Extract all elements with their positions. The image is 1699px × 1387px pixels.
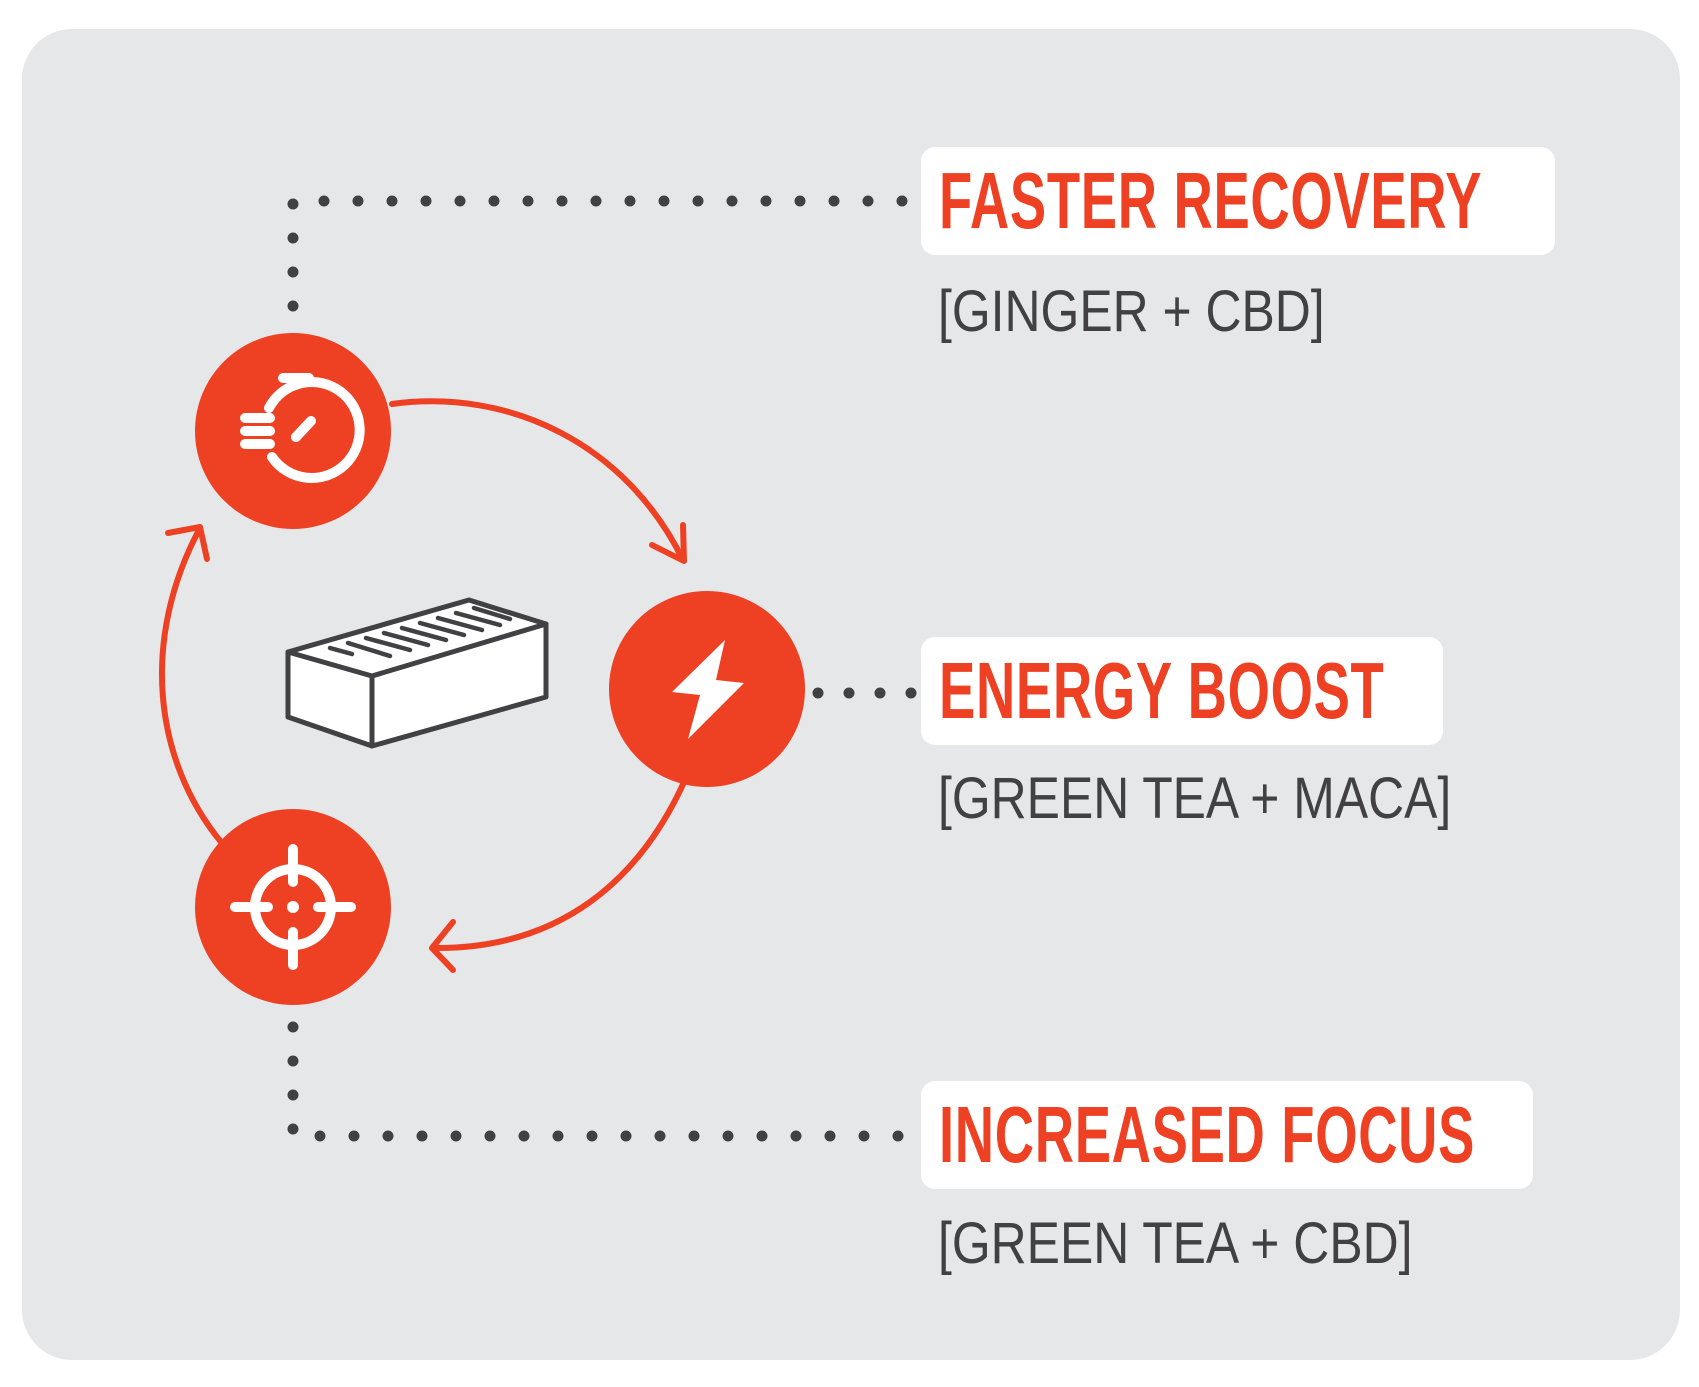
energy-node xyxy=(609,591,805,787)
benefit-ingredients-energy: [GREEN TEA + MACA] xyxy=(938,766,1452,831)
stopwatch-icon xyxy=(240,373,365,483)
benefit-ingredients-recovery: [GINGER + CBD] xyxy=(938,279,1325,344)
stopwatch-node xyxy=(195,333,391,529)
arrow-energy-to-focus xyxy=(429,777,688,952)
arrow-recovery-to-energy xyxy=(389,398,686,563)
crosshair-target-icon xyxy=(230,844,356,970)
benefit-pill-recovery: FASTER RECOVERY xyxy=(921,147,1555,255)
benefit-title-focus: INCREASED FOCUS xyxy=(939,1090,1476,1179)
benefit-title-energy: ENERGY BOOST xyxy=(939,646,1385,735)
connector-bottom xyxy=(287,1021,916,1142)
arrow-focus-to-recovery xyxy=(159,525,224,845)
benefit-title-recovery: FASTER RECOVERY xyxy=(939,156,1483,245)
bar-product-icon xyxy=(285,597,549,749)
cycle-arrows xyxy=(159,398,688,973)
benefit-pill-focus: INCREASED FOCUS xyxy=(921,1081,1533,1189)
benefit-pill-energy: ENERGY BOOST xyxy=(921,637,1443,745)
focus-node xyxy=(195,809,391,1005)
lightning-bolt-icon xyxy=(672,640,744,739)
benefit-ingredients-focus: [GREEN TEA + CBD] xyxy=(938,1211,1413,1276)
connector-top xyxy=(287,195,916,312)
